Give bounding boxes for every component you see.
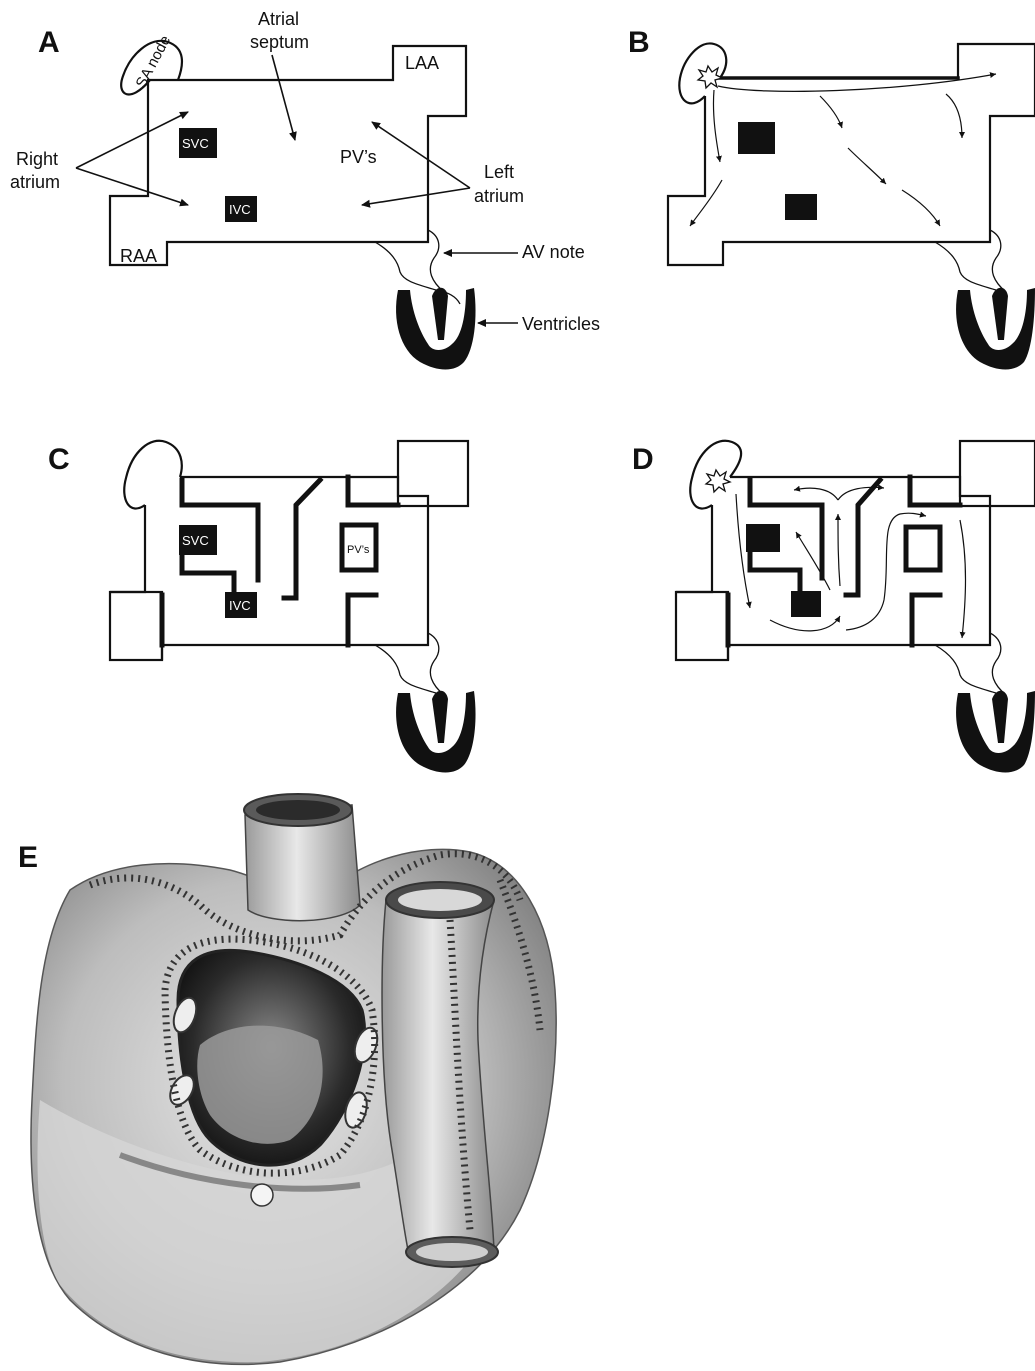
panel-c-ventricle-septum xyxy=(432,691,448,743)
conduit-top-lumen xyxy=(398,889,482,911)
panel-d-flow-5 xyxy=(794,488,838,500)
white-node xyxy=(251,1184,273,1206)
panel-c-letter: C xyxy=(48,443,70,476)
panel-b-flow-mid-2 xyxy=(848,148,886,184)
atrial-septum-label-line2: septum xyxy=(250,32,309,52)
panel-e: E xyxy=(18,794,556,1364)
panel-c-ivc-label: IVC xyxy=(229,598,251,613)
panel-d-wall-5 xyxy=(912,595,940,645)
panel-d-svc-box xyxy=(746,524,780,552)
panel-a-av-path-2 xyxy=(428,230,444,292)
panel-a-av-path-1 xyxy=(375,242,436,290)
panel-b-flow-mid-3 xyxy=(902,190,940,226)
panel-c-wall-2 xyxy=(182,552,234,590)
panel-d-wall-4 xyxy=(910,477,960,505)
left-atrium-arrow-up xyxy=(372,122,470,188)
panel-b-ivc-box xyxy=(785,194,817,220)
panel-d-spark-icon xyxy=(706,470,730,492)
panel-a-atrium-outline xyxy=(110,46,466,265)
panel-d-flow-8 xyxy=(960,520,966,638)
panel-b-svc-box xyxy=(738,122,775,154)
panel-b: B xyxy=(628,26,1035,370)
left-atrium-label-line1: Left xyxy=(484,162,514,182)
atrial-septum-arrow xyxy=(272,55,295,140)
panel-d-raa-box xyxy=(676,592,728,660)
panel-c-raa-box xyxy=(110,592,162,660)
panel-d-wall-3 xyxy=(846,480,880,595)
panel-b-av-path-2 xyxy=(990,230,1006,292)
panel-b-av-path-1 xyxy=(935,242,996,290)
conduit-bottom-lumen xyxy=(416,1243,488,1261)
right-atrium-label-line1: Right xyxy=(16,149,58,169)
panel-c-wall-5 xyxy=(348,595,376,645)
right-atrium-arrow-up xyxy=(76,112,188,168)
panel-d-ivc-box xyxy=(791,591,821,617)
laa-label: LAA xyxy=(405,53,439,73)
heart-illustration xyxy=(31,794,556,1364)
panel-d-letter: D xyxy=(632,443,654,476)
right-atrium-label-line2: atrium xyxy=(10,172,60,192)
panel-a-ivc-label: IVC xyxy=(229,202,251,217)
panel-a-letter: A xyxy=(38,26,60,59)
panel-a-svc-label: SVC xyxy=(182,136,209,151)
panel-d-ventricle-septum xyxy=(992,691,1008,743)
right-atrium-arrow-down xyxy=(76,168,188,205)
left-atrium-label-line2: atrium xyxy=(474,186,524,206)
aorta-lumen xyxy=(256,800,340,820)
panel-d-wall-2 xyxy=(750,548,800,590)
atrial-septum-label-line1: Atrial xyxy=(258,9,299,29)
panel-c-wall-4 xyxy=(348,477,398,505)
panel-b-flow-mid-1 xyxy=(820,96,842,128)
panel-d-flow-4 xyxy=(838,514,840,586)
pvs-label: PV’s xyxy=(340,147,377,167)
panel-a-ventricle-septum xyxy=(432,288,448,340)
panel-b-flow-down xyxy=(713,90,720,162)
panel-b-flow-laa xyxy=(946,94,962,138)
raa-label: RAA xyxy=(120,246,157,266)
panel-c-wall-3 xyxy=(284,480,320,598)
panel-b-spark-icon xyxy=(698,66,722,88)
panel-d-flow-2 xyxy=(770,616,840,631)
panel-c-svc-label: SVC xyxy=(182,533,209,548)
panel-c-sa-node xyxy=(124,441,182,509)
panel-b-ventricle-septum xyxy=(992,288,1008,340)
panel-c-av-path-1 xyxy=(375,645,436,693)
panel-d-av-path-1 xyxy=(935,645,996,693)
ventricles-label: Ventricles xyxy=(522,314,600,334)
panel-c-pvs-label: PV’s xyxy=(347,544,370,556)
panel-c: C SVC IVC PV’s xyxy=(48,441,476,773)
left-atrium-arrow-down xyxy=(362,188,470,205)
panel-d-pv-box xyxy=(906,527,940,570)
panel-d: D xyxy=(632,441,1035,773)
vertical-conduit xyxy=(382,900,494,1250)
panel-b-letter: B xyxy=(628,26,650,59)
panel-a: A SA node SVC IVC LAA RAA PV’s Atrial se… xyxy=(10,9,600,370)
panel-e-letter: E xyxy=(18,841,38,874)
av-node-label: AV note xyxy=(522,242,585,262)
panel-d-av-path-2 xyxy=(990,633,1006,695)
panel-c-av-path-2 xyxy=(428,633,444,695)
